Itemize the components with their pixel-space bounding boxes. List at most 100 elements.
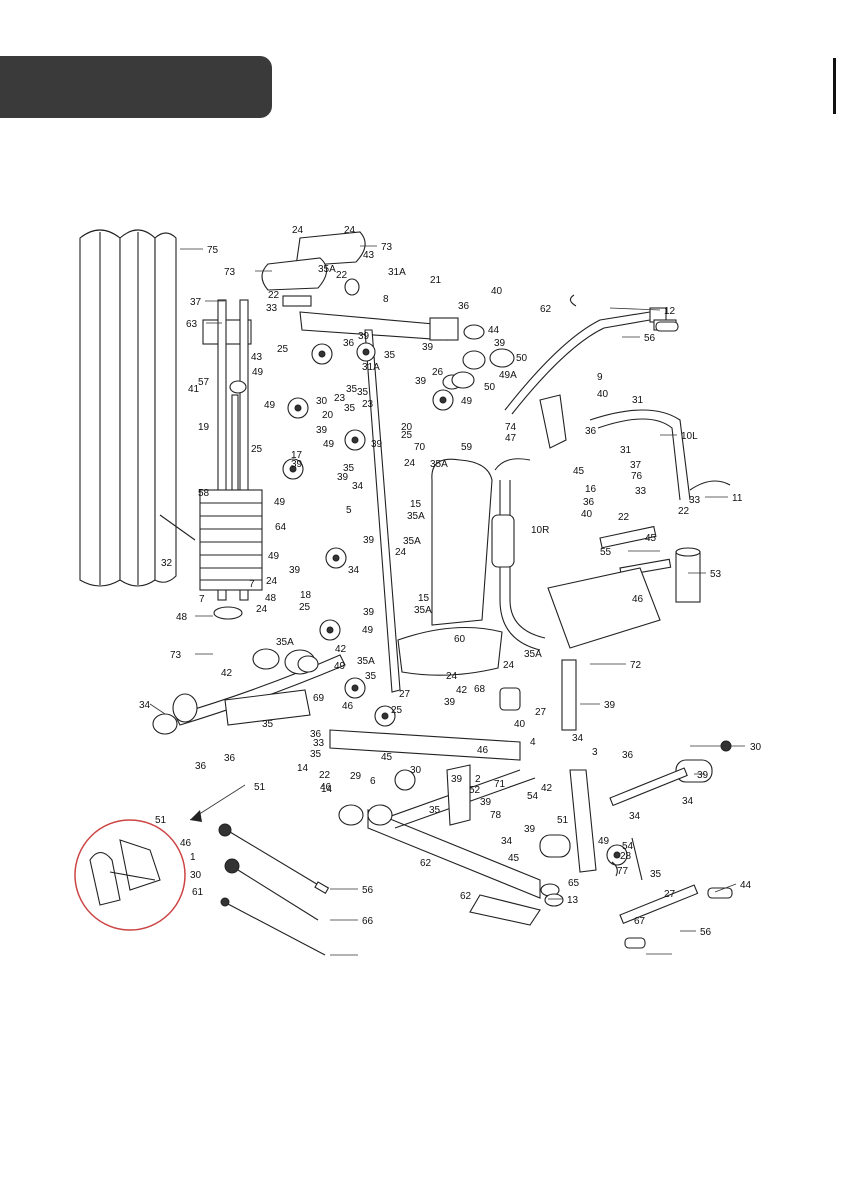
part-label: 17 <box>291 450 303 461</box>
part-label: 25 <box>277 344 289 355</box>
part-label: 42 <box>335 644 347 655</box>
part-label: 12 <box>664 306 676 317</box>
part-label: 25 <box>401 430 413 441</box>
part-label: 63 <box>186 319 198 330</box>
part-label: 35A <box>407 511 425 522</box>
part-label: 35 <box>357 387 369 398</box>
part-label: 44 <box>488 325 500 336</box>
part-label: 22 <box>618 512 630 523</box>
part-label: 15 <box>410 499 422 510</box>
part-label: 39 <box>524 824 536 835</box>
part-label: 49 <box>334 661 346 672</box>
part-label: 6 <box>370 776 376 787</box>
part-label: 76 <box>631 471 643 482</box>
part-label: 35A <box>276 637 294 648</box>
part-label: 35A <box>414 605 432 616</box>
part-label: 22 <box>678 506 690 517</box>
part-label: 33 <box>689 495 701 506</box>
part-label: 35 <box>365 671 377 682</box>
part-label: 49A <box>499 370 517 381</box>
part-label: 39 <box>415 376 427 387</box>
part-label: 24 <box>395 547 407 558</box>
part-label: 26 <box>432 367 444 378</box>
part-label: 36 <box>224 753 236 764</box>
part-label: 36 <box>458 301 470 312</box>
part-label: 35A <box>357 656 375 667</box>
part-label: 39 <box>358 331 370 342</box>
part-label: 37 <box>190 297 202 308</box>
part-label: 39 <box>371 439 383 450</box>
part-label: 72 <box>630 660 642 671</box>
part-label: 54 <box>527 791 539 802</box>
part-label: 35A <box>430 459 448 470</box>
press-arms <box>491 307 731 651</box>
part-label: 39 <box>363 535 375 546</box>
part-label: 34 <box>682 796 694 807</box>
part-label: 33 <box>635 486 647 497</box>
part-label: 24 <box>256 604 268 615</box>
part-label: 46 <box>632 594 644 605</box>
part-label: 3 <box>592 747 598 758</box>
part-label: 1 <box>190 852 196 863</box>
part-label: 48 <box>176 612 188 623</box>
part-label: 21 <box>430 275 442 286</box>
part-label: 33 <box>313 738 325 749</box>
detail-callout <box>74 784 246 931</box>
leader-lines <box>149 245 745 956</box>
cables <box>218 823 330 956</box>
part-label: 39 <box>289 565 301 576</box>
part-label: 16 <box>585 484 597 495</box>
part-label: 39 <box>422 342 434 353</box>
part-label: 59 <box>461 442 473 453</box>
part-label: 40 <box>581 509 593 520</box>
part-label: 42 <box>221 668 233 679</box>
part-label: 25 <box>299 602 311 613</box>
part-label: 45 <box>645 533 657 544</box>
part-label: 49 <box>268 551 280 562</box>
part-label: 49 <box>323 439 335 450</box>
part-label: 31 <box>632 395 644 406</box>
part-label: 39 <box>697 770 709 781</box>
part-label: 44 <box>740 880 752 891</box>
part-label: 22 <box>319 770 331 781</box>
part-label: 61 <box>192 887 204 898</box>
part-label: 35 <box>343 463 355 474</box>
part-label: 45 <box>573 466 585 477</box>
part-label: 41 <box>188 384 200 395</box>
part-label: 28 <box>620 851 632 862</box>
part-label: 27 <box>399 689 411 700</box>
part-label: 9 <box>597 372 603 383</box>
part-label: 51 <box>155 815 167 826</box>
part-label: 5 <box>346 505 352 516</box>
part-label: 25 <box>391 705 403 716</box>
part-label: 60 <box>454 634 466 645</box>
part-label: 34 <box>348 565 360 576</box>
part-label: 56 <box>644 333 656 344</box>
part-label: 7 <box>249 579 255 590</box>
part-label: 39 <box>451 774 463 785</box>
part-label: 35 <box>429 805 441 816</box>
part-label: 73 <box>381 242 393 253</box>
part-label: 54 <box>622 841 634 852</box>
part-label: 39 <box>291 459 303 470</box>
part-label: 69 <box>313 693 325 704</box>
part-label: 74 <box>505 422 517 433</box>
part-label: 30 <box>410 765 422 776</box>
part-label: 77 <box>617 866 629 877</box>
part-label: 39 <box>480 797 492 808</box>
part-label: 36 <box>583 497 595 508</box>
part-label: 14 <box>297 763 309 774</box>
part-label: 53 <box>710 569 722 580</box>
part-label: 70 <box>414 442 426 453</box>
part-label: 39 <box>363 607 375 618</box>
main-frame <box>299 311 486 693</box>
part-label: 31A <box>388 267 406 278</box>
part-label: 71 <box>494 779 506 790</box>
part-label: 15 <box>418 593 430 604</box>
part-label: 39 <box>316 425 328 436</box>
part-label: 22 <box>268 290 280 301</box>
part-label: 57 <box>198 377 210 388</box>
part-label: 46 <box>342 701 354 712</box>
part-label: 36 <box>195 761 207 772</box>
part-label: 30 <box>750 742 762 753</box>
